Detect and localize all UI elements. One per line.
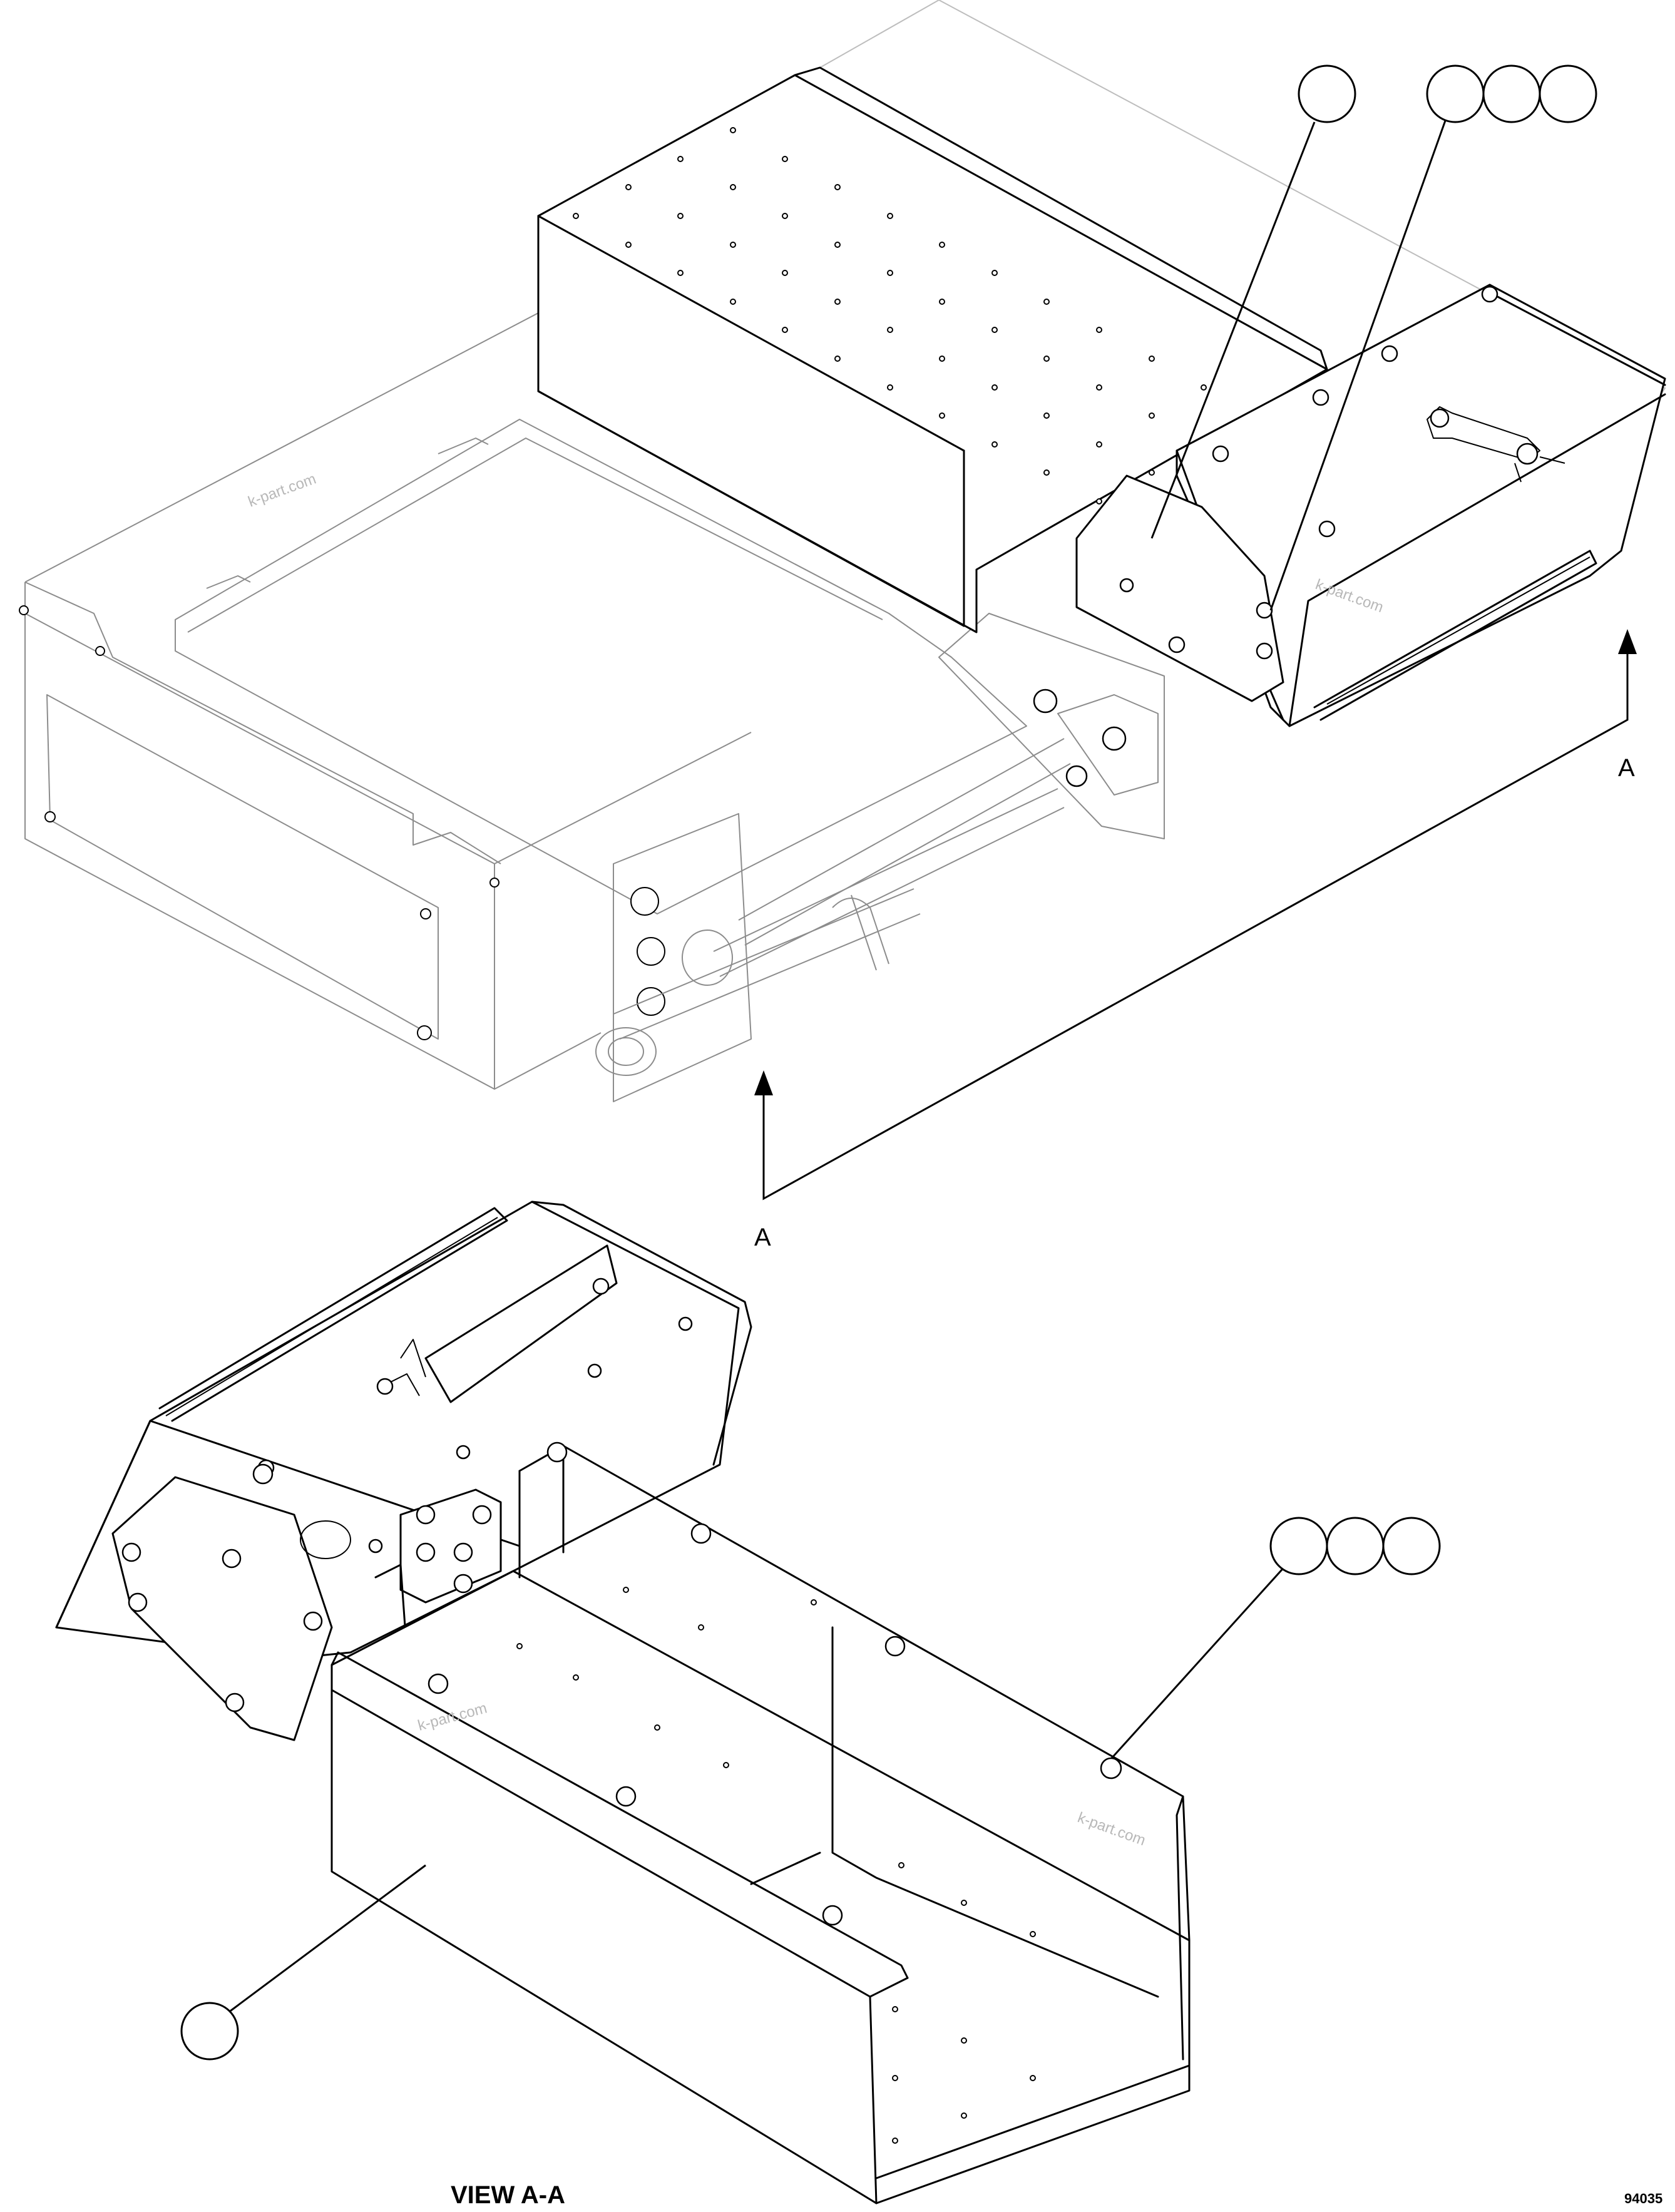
perforation-hole	[887, 270, 893, 276]
perforation-hole	[1096, 441, 1102, 448]
perforation-hole	[834, 242, 841, 248]
tray-hole	[1030, 2075, 1036, 2081]
tray-hole	[892, 2138, 898, 2144]
perforation-hole	[782, 327, 788, 333]
sheet-number: 94035	[1624, 2191, 1662, 2206]
hex-bolt	[690, 1523, 712, 1544]
perforation-hole	[834, 184, 841, 190]
callout-top-triple	[1269, 64, 1597, 611]
perforation-hole	[1149, 356, 1155, 362]
callout-balloon	[1382, 1517, 1441, 1575]
callout-top-single	[1150, 64, 1356, 539]
perforation-hole	[991, 384, 998, 391]
hex-bolt	[428, 1673, 449, 1694]
tray-hole	[961, 2112, 967, 2119]
section-mark-upper-right: A	[1618, 754, 1635, 782]
perforation-hole	[1149, 412, 1155, 419]
perforation-hole	[1149, 469, 1155, 476]
perforation-hole	[939, 412, 945, 419]
box-cover-upper	[537, 66, 1328, 633]
tray-hole	[898, 1862, 904, 1868]
watermark-text: k-part.com	[246, 470, 319, 510]
section-mark-lower-left: A	[754, 1224, 771, 1251]
callout-balloon	[1326, 1517, 1385, 1575]
hydraulic-tubes	[595, 689, 1159, 1076]
tray-hole	[698, 1624, 704, 1631]
callout-balloon	[1482, 64, 1541, 123]
perforation-hole	[1096, 498, 1102, 504]
perforation-hole	[1201, 384, 1207, 391]
perforation-hole	[887, 213, 893, 219]
tray-hole	[961, 2037, 967, 2044]
perforation-hole	[834, 356, 841, 362]
tray-hole	[654, 1724, 660, 1731]
tray-hole	[811, 1599, 817, 1605]
perforation-hole	[834, 299, 841, 305]
perforation-hole	[730, 299, 736, 305]
view-label: VIEW A-A	[451, 2181, 565, 2209]
tray-hole	[961, 1900, 967, 1906]
tray-hole	[723, 1762, 729, 1768]
hex-bolt	[252, 1463, 274, 1485]
callout-balloon	[1298, 64, 1356, 123]
callout-balloon	[180, 2002, 239, 2061]
machine-frame	[19, 0, 1666, 1102]
hex-bolt	[822, 1905, 843, 1926]
watermark-text: k-part.com	[1075, 1809, 1148, 1849]
perforation-hole	[1096, 327, 1102, 333]
open-box-view-a-a	[55, 1201, 1191, 2204]
tray-hole	[516, 1643, 523, 1649]
tray-bolts	[252, 1441, 1036, 2144]
perforation-hole	[1096, 384, 1102, 391]
perforation-hole	[1043, 299, 1050, 305]
tray-hole	[1030, 1931, 1036, 1937]
perforation-hole	[677, 213, 684, 219]
perforation-hole	[991, 327, 998, 333]
callout-bottom-single	[180, 1864, 426, 2061]
perforation-hole	[991, 441, 998, 448]
hex-bolt	[615, 1786, 637, 1807]
perforation-hole	[677, 270, 684, 276]
hex-bolt	[546, 1441, 568, 1463]
perforation-hole	[677, 156, 684, 162]
perforation-hole	[939, 242, 945, 248]
perforation-hole	[625, 184, 632, 190]
perforation-hole	[939, 356, 945, 362]
section-line-a	[754, 629, 1637, 1201]
tray-hole	[623, 1587, 629, 1593]
perforation-hole	[625, 242, 632, 248]
tray-hole	[573, 1674, 579, 1681]
perforation-hole	[1043, 469, 1050, 476]
perforation-hole	[782, 213, 788, 219]
perforation-hole	[887, 384, 893, 391]
perforation-hole	[730, 184, 736, 190]
perforation-hole	[782, 270, 788, 276]
perforation-hole	[1043, 356, 1050, 362]
perforation-hole	[730, 242, 736, 248]
perforation-hole	[991, 270, 998, 276]
hex-bolt	[884, 1636, 906, 1657]
callout-balloon	[1426, 64, 1485, 123]
tray-hole	[892, 2006, 898, 2012]
perforation-hole	[887, 327, 893, 333]
perforation-hole	[782, 156, 788, 162]
perforation-hole	[730, 127, 736, 133]
callout-balloon	[1539, 64, 1597, 123]
side-mount-plate	[1075, 474, 1284, 702]
callout-balloon	[1269, 1517, 1328, 1575]
perforation-hole	[939, 299, 945, 305]
callout-mid-triple	[1110, 1517, 1441, 1760]
latch-icon	[1427, 406, 1565, 483]
tray-hole	[892, 2075, 898, 2081]
perforation-hole	[573, 213, 579, 219]
perforation-hole	[1043, 412, 1050, 419]
